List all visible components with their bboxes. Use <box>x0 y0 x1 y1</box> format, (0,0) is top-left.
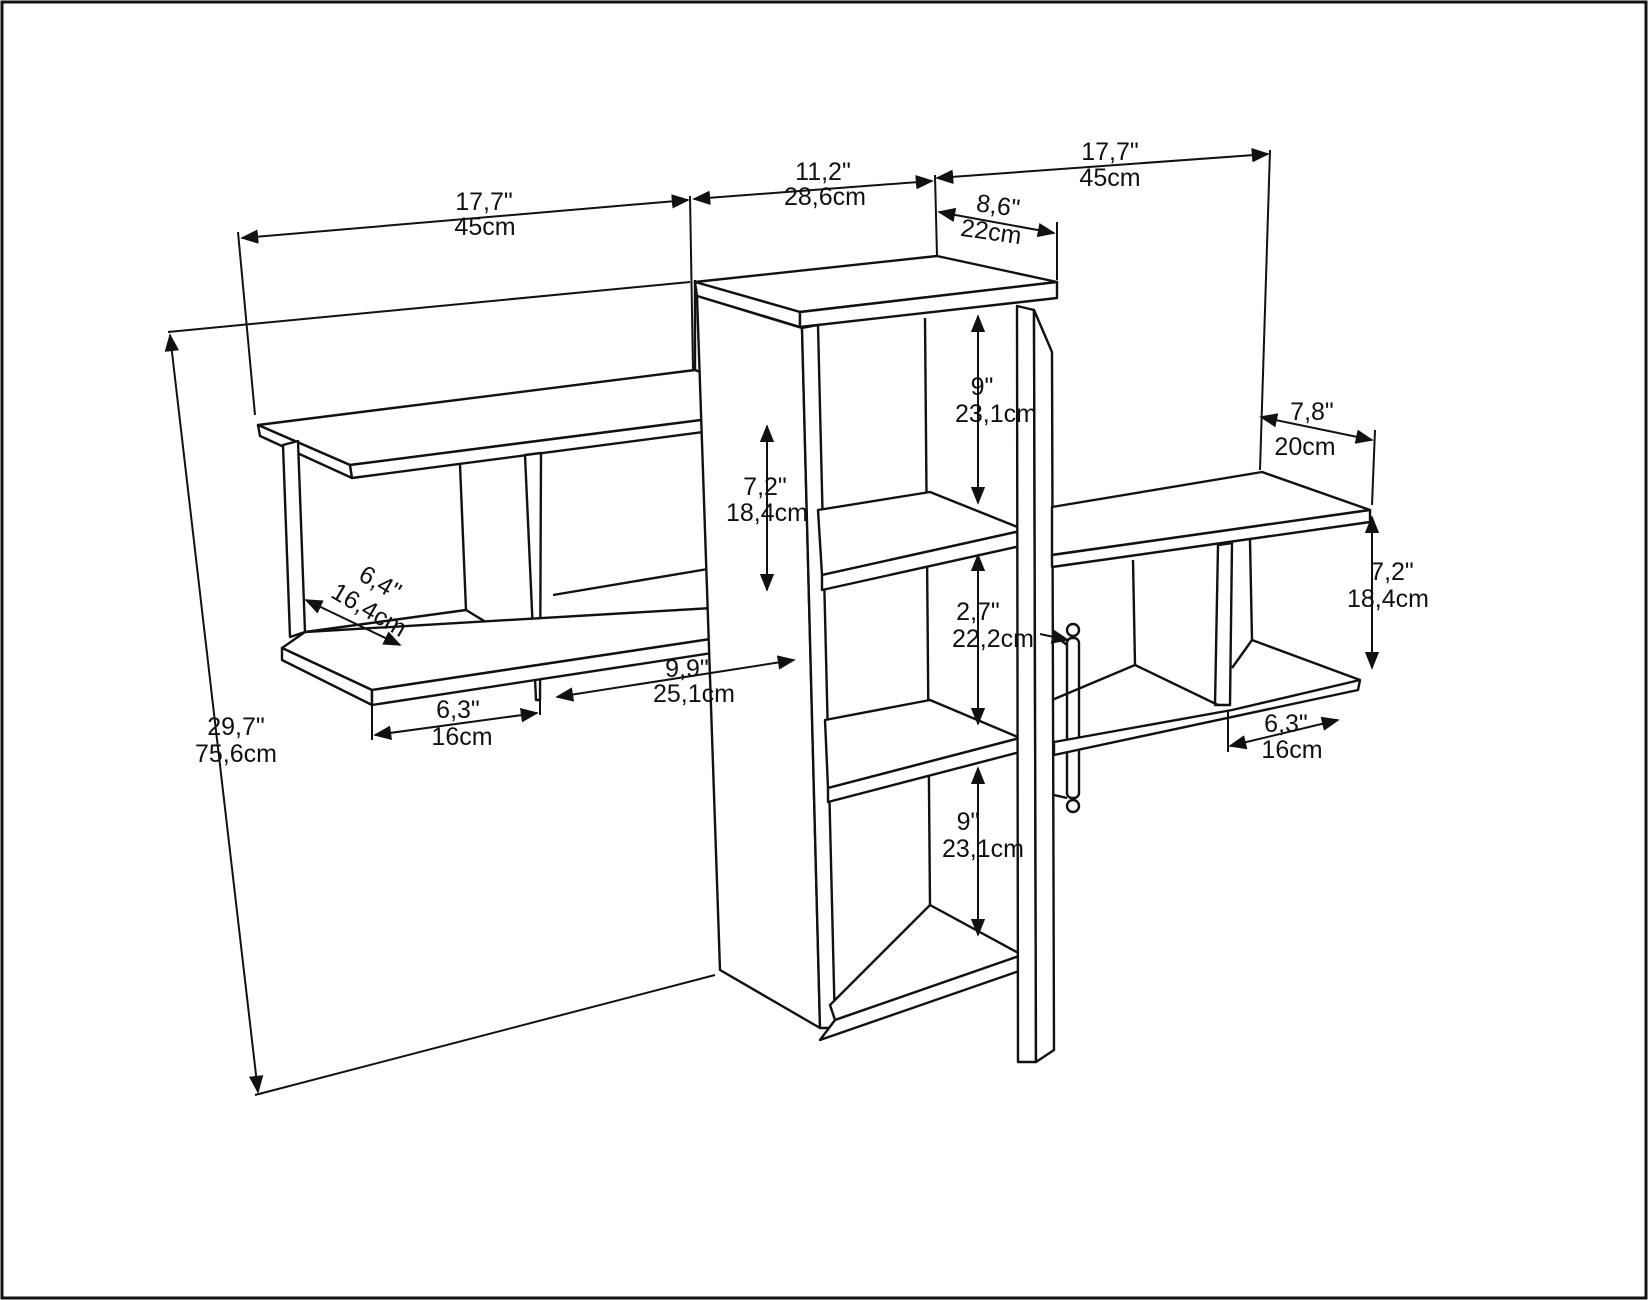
label-cab-middle-in: 2,7" <box>956 598 1000 626</box>
label-left-small-gap-cm: 16cm <box>431 723 492 751</box>
door-handle <box>1053 622 1081 814</box>
label-right-height-in: 7,2" <box>1370 558 1414 586</box>
label-left-large-gap-cm: 25,1cm <box>653 680 735 708</box>
label-right-height-cm: 18,4cm <box>1347 585 1429 613</box>
label-cab-top-cm: 23,1cm <box>955 400 1037 428</box>
right-shelf-unit <box>1050 470 1372 757</box>
label-right-small-gap-cm: 16cm <box>1261 736 1322 764</box>
label-right-small-gap-in: 6,3" <box>1264 710 1308 738</box>
label-cab-top-in: 9" <box>971 373 994 401</box>
label-total-height-in: 29,7" <box>207 713 265 741</box>
label-cabinet-depth-in: 8,6" <box>975 189 1022 223</box>
label-right-width-in: 17,7" <box>1081 138 1139 166</box>
label-left-width-cm: 45cm <box>454 213 515 241</box>
furniture-drawing <box>256 254 1372 1064</box>
label-left-small-gap-in: 6,3" <box>436 696 480 724</box>
label-left-height-cm: 18,4cm <box>726 499 808 527</box>
dimension-lines <box>164 147 1380 1096</box>
center-cabinet <box>693 254 1081 1064</box>
label-left-width-in: 17,7" <box>455 188 513 216</box>
label-cab-middle-cm: 22,2cm <box>952 625 1034 653</box>
label-right-width-cm: 45cm <box>1079 164 1140 192</box>
label-cab-bottom-in: 9" <box>957 808 980 836</box>
label-total-height-cm: 75,6cm <box>195 740 277 768</box>
label-left-height-in: 7,2" <box>743 473 787 501</box>
label-center-width-cm: 28,6cm <box>784 183 866 211</box>
label-right-depth-cm: 20cm <box>1274 433 1335 461</box>
label-cab-bottom-cm: 23,1cm <box>942 835 1024 863</box>
label-left-large-gap-in: 9,9" <box>665 655 709 683</box>
label-center-width-in: 11,2" <box>795 158 851 186</box>
label-right-depth-in: 7,8" <box>1290 398 1334 426</box>
